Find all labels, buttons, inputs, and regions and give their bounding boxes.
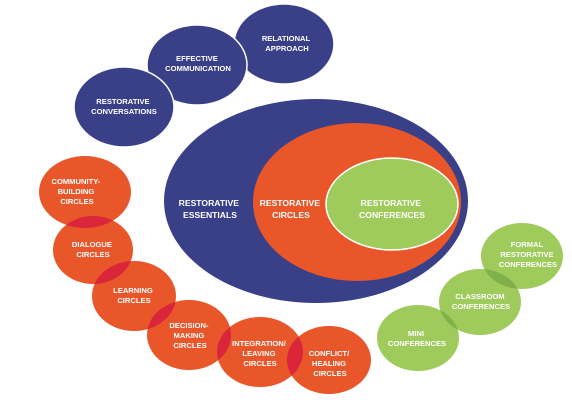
svg-text:LEARNING CIRCLES: LEARNING CIRCLES (113, 286, 155, 305)
learning-circles-label: CIRCLES (117, 296, 150, 305)
top-chain: RELATIONAL APPROACH EFFECTIVE COMMUNICAT… (73, 3, 335, 148)
formal-restorative-conferences-label: RESTORATIVE (500, 250, 553, 259)
integration-leaving-circles-label: INTEGRATION/ (232, 339, 287, 348)
community-building-circles-label: COMMUNITY- (51, 177, 100, 186)
classroom-conferences-circle (439, 269, 521, 335)
community-building-circles-label: CIRCLES (60, 197, 93, 206)
restorative-conferences-label: CONFERENCES (359, 210, 425, 220)
decision-making-circles-label: DECISION- (169, 321, 209, 330)
svg-text:FORMAL RESTORATIVE: FORMAL RESTORATIVE CONFERENCES (499, 240, 557, 269)
integration-leaving-circles-label: CIRCLES (243, 359, 276, 368)
svg-text:CONFLICT/ HEALING: CONFLICT/ HEALING CIRCLES (309, 349, 352, 378)
effective-communication-label: EFFECTIVE (176, 54, 218, 63)
restorative-essentials-label: RESTORATIVE (179, 198, 240, 208)
classroom-conferences-label: CLASSROOM (455, 292, 504, 301)
overlap-dialogue-learning (92, 261, 133, 284)
effective-communication-label: COMMUNICATION (165, 64, 231, 73)
restorative-circles-label: RESTORATIVE (260, 198, 321, 208)
integration-leaving-circles-label: LEAVING (242, 349, 275, 358)
core-ellipses: RESTORATIVE ESSENTIALS RESTORATIVE CIRCL… (164, 99, 468, 303)
formal-restorative-conferences-circle (481, 223, 563, 289)
mini-conferences-label: CONFERENCES (388, 339, 446, 348)
learning-circles-label: LEARNING (113, 286, 153, 295)
svg-text:RESTORATIVE CONFERENCES: RESTORATIVE CONFERENCES (359, 198, 425, 220)
restorative-conferences-label: RESTORATIVE (361, 198, 422, 208)
integration-leaving-circles-circle (217, 317, 303, 387)
dialogue-circles-label: DIALOGUE (72, 240, 112, 249)
conflict-healing-circles-label: CIRCLES (313, 369, 346, 378)
formal-restorative-conferences-label: FORMAL (511, 240, 544, 249)
restorative-circles-label: CIRCLES (272, 210, 310, 220)
classroom-conferences-label: CONFERENCES (452, 302, 510, 311)
effective-communication-circle (146, 24, 248, 106)
decision-making-circles-label: MAKING (174, 331, 205, 340)
decision-making-circles-label: CIRCLES (173, 341, 206, 350)
decision-making-circles-circle (147, 300, 231, 370)
svg-text:RESTORATIVE CONVERSATION: RESTORATIVE CONVERSATIONS (91, 97, 157, 116)
mini-conferences-label: MINI (408, 329, 424, 338)
dialogue-circles-label: CIRCLES (76, 250, 109, 259)
svg-text:RELATIONAL APPROACH: RELATIONAL APPROACH (262, 34, 312, 53)
formal-restorative-conferences-label: CONFERENCES (499, 260, 557, 269)
circle-chain: COMMUNITY- BUILDING CIRCLES DIALOGUE CIR… (39, 156, 371, 394)
community-building-circles-label: BUILDING (58, 187, 95, 196)
restorative-conversations-label: RESTORATIVE (96, 97, 149, 106)
svg-text:DECISION- MAKING C: DECISION- MAKING CIRCLES (169, 321, 210, 350)
community-building-circles-circle (39, 156, 131, 228)
conflict-healing-circles-circle (287, 326, 371, 394)
conflict-healing-circles-label: HEALING (312, 359, 346, 368)
svg-text:RESTORATIVE CIRCLES: RESTORATIVE CIRCLES (260, 198, 323, 220)
relational-approach-label: RELATIONAL (262, 34, 311, 43)
restorative-conferences-ellipse (325, 157, 459, 251)
restorative-conversations-label: CONVERSATIONS (91, 107, 157, 116)
relational-approach-label: APPROACH (265, 44, 308, 53)
restorative-conversations-circle (73, 66, 175, 148)
conflict-healing-circles-label: CONFLICT/ (309, 349, 350, 358)
svg-text:DIALOGUE CIRCLES: DIALOGUE CIRCLES (72, 240, 114, 259)
restorative-essentials-label: ESSENTIALS (183, 210, 237, 220)
conference-chain: FORMAL RESTORATIVE CONFERENCES CLASSROOM… (377, 223, 563, 371)
svg-text:RESTORATIVE ESSENTIALS: RESTORATIVE ESSENTIALS (179, 198, 242, 220)
svg-text:COMMUNITY- BUILDING: COMMUNITY- BUILDING CIRCLES (51, 177, 102, 206)
svg-text:MINI CONFERENCES: MINI CONFERENCES (388, 329, 446, 348)
svg-text:CLASSROOM CONFERENCES: CLASSROOM CONFERENCES (452, 292, 510, 311)
mini-conferences-circle (377, 305, 459, 371)
svg-text:EFFECTIVE COMMUNICATION: EFFECTIVE COMMUNICATION (165, 54, 231, 73)
svg-text:INTEGRATION/ LEAVING: INTEGRATION/ LEAVING CIRCLES (232, 339, 288, 368)
